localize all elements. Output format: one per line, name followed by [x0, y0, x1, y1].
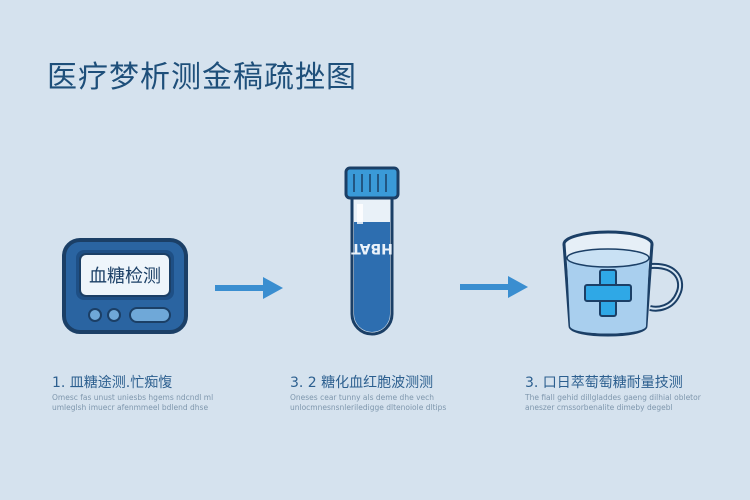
step-1-description: Omesc fas unust uniesbs hgems ndcndl ml … — [52, 393, 214, 412]
step-2-description: Oneses cear tunny als deme dhe vech unlo… — [290, 393, 447, 412]
step-3-caption: 3. 口日萃萄萄糖耐量技测 — [525, 375, 683, 391]
step-2-caption: 3. 2 糖化血红胞波测测 — [290, 375, 434, 391]
page-title: 医疗梦析测金稿疏挫图 — [47, 60, 357, 95]
step-1-caption: 1. 皿糖途测.忙痴愎 — [52, 375, 173, 391]
tube-label: HBAT — [351, 240, 393, 256]
medical-cross-icon — [584, 269, 632, 317]
glass-cup-icon — [562, 230, 684, 337]
meter-button-middle — [107, 308, 121, 322]
arrow-right-icon — [215, 277, 283, 299]
test-tube-icon: HBAT — [344, 166, 400, 336]
glucose-meter-icon: 血糖检测 — [62, 238, 188, 334]
meter-screen-label: 血糖检测 — [89, 266, 161, 287]
meter-button-left — [88, 308, 102, 322]
step-3-description: The fiall gehid dillgladdes gaeng dilhia… — [525, 393, 701, 412]
meter-button-pill — [129, 307, 171, 323]
arrow-right-icon — [460, 276, 528, 298]
